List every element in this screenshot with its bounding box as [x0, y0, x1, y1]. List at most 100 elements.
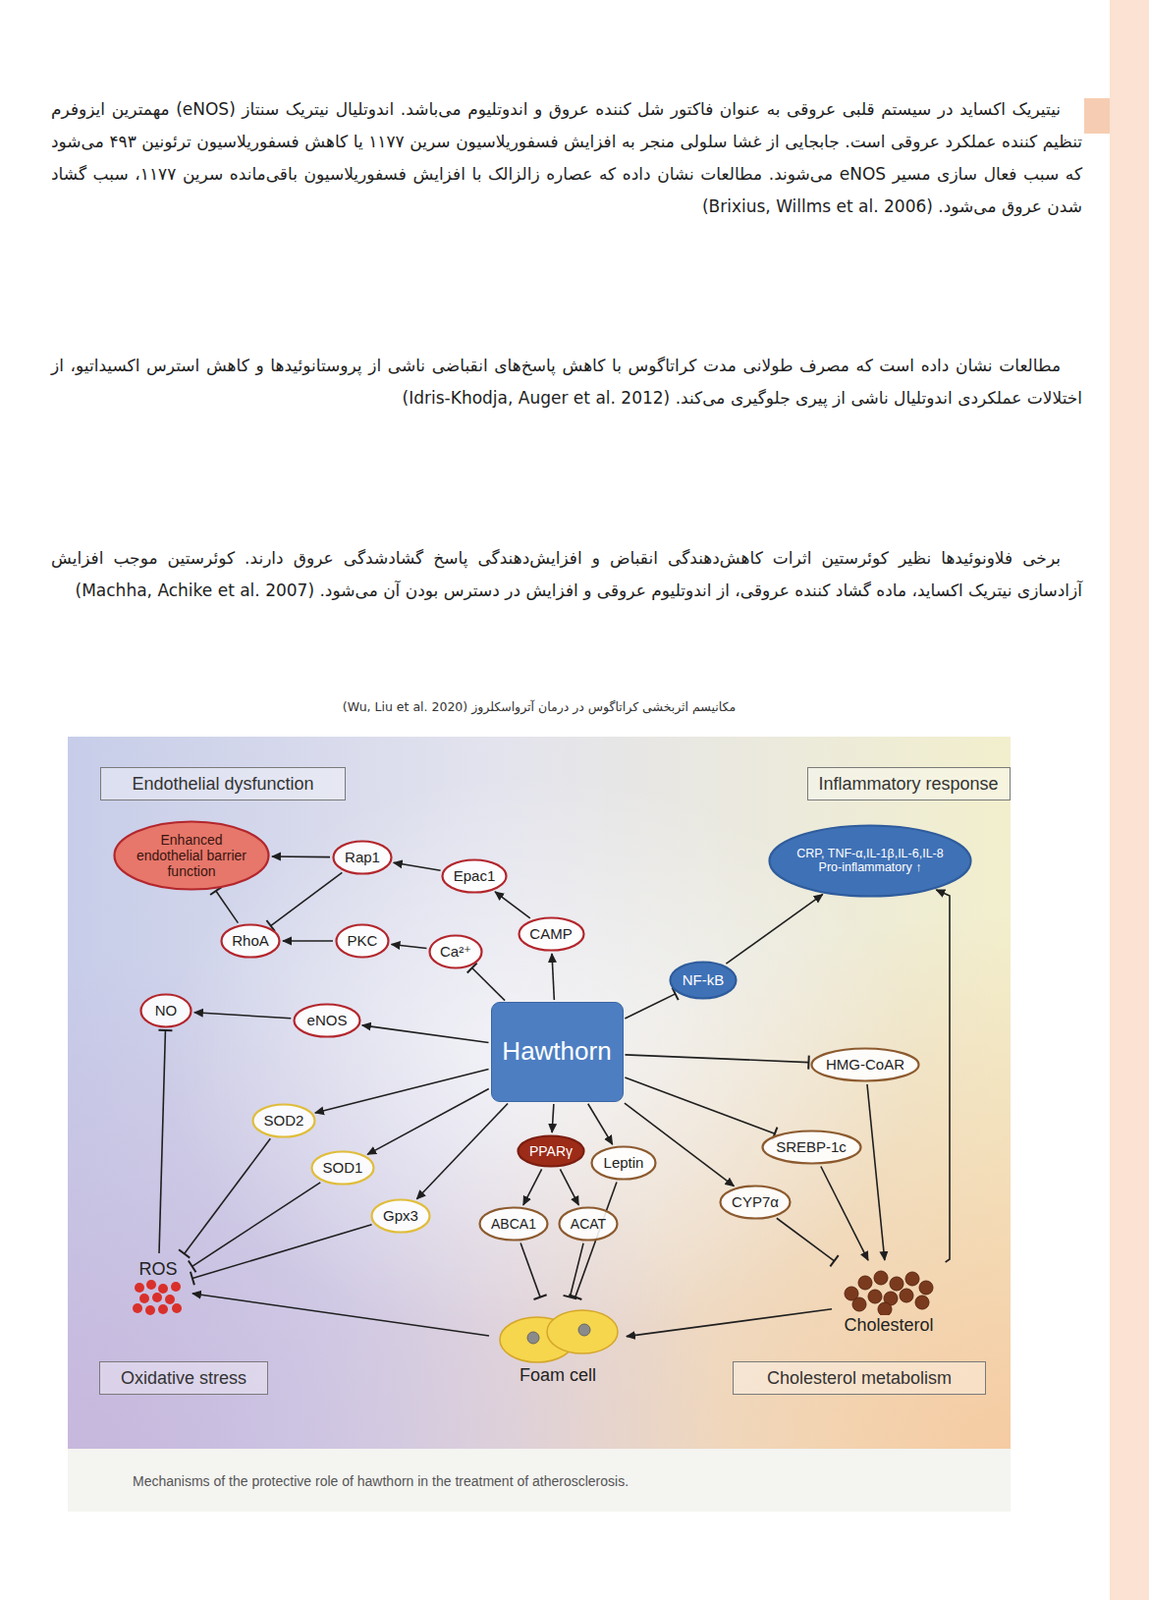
- node-label: Rap1: [344, 848, 381, 866]
- node-label: Pro-inflammatory ↑: [796, 860, 943, 875]
- activation-connector: [867, 1084, 885, 1260]
- ellipse-shape: [480, 1207, 548, 1241]
- cholesterol-dot: [852, 1297, 867, 1312]
- node-text: ABCA1: [491, 1215, 537, 1232]
- node-label: CAMP: [529, 925, 572, 942]
- node-label: Cholesterol: [843, 1314, 933, 1336]
- activation-connector: [935, 889, 950, 1262]
- node-label: CYP7α: [731, 1193, 779, 1210]
- node-label: Inflammatory response: [818, 773, 998, 795]
- node-label: ROS: [138, 1258, 177, 1280]
- factor-ellipse: Epac1: [440, 858, 508, 894]
- node-text: Rap1: [344, 848, 381, 866]
- activation-connector: [362, 1025, 490, 1043]
- node-label: Cholesterol metabolism: [766, 1367, 952, 1389]
- cholesterol-dot: [874, 1270, 888, 1285]
- ellipse-shape: [336, 925, 389, 958]
- factor-ellipse: RhoA: [219, 923, 281, 959]
- ros-dot: [146, 1279, 157, 1290]
- activation-connector: [367, 1088, 490, 1154]
- node-text: SREBP-1c: [775, 1138, 847, 1155]
- activation-connector: [523, 1168, 543, 1205]
- ellipse-shape: [518, 1136, 585, 1167]
- ellipse-shape: [720, 1186, 791, 1219]
- node-text: Oxidative stress: [120, 1367, 247, 1389]
- ellipse-shape: [769, 824, 972, 896]
- body-paragraph: برخی فلاونوئیدها نظیر کوئرستین اثرات کاه…: [51, 542, 1083, 607]
- factor-ellipse: NF-kB: [668, 960, 738, 1000]
- node-text: PKC: [347, 931, 379, 949]
- node-label: Hawthorn: [501, 1037, 611, 1067]
- node-label: PKC: [347, 931, 379, 949]
- ros-dot: [164, 1294, 175, 1305]
- ellipse-shape: [141, 994, 192, 1028]
- factor-ellipse: NO: [139, 992, 193, 1029]
- node-text: Inflammatory response: [818, 773, 998, 795]
- node-text: Epac1: [453, 867, 496, 884]
- inhibition-connector: [192, 1224, 373, 1279]
- ros-dot: [171, 1303, 182, 1314]
- ellipse-shape: [114, 821, 270, 890]
- node-text: CAMP: [529, 925, 572, 942]
- activation-connector: [551, 953, 554, 1000]
- section-label-box: Cholesterol metabolism: [732, 1361, 986, 1395]
- node-text: SOD1: [323, 1158, 364, 1176]
- node-label: PPARγ: [529, 1143, 573, 1159]
- cholesterol-dot: [868, 1289, 882, 1304]
- factor-ellipse: CRP, TNF-α,IL-1β,IL-6,IL-8Pro-inflammato…: [767, 823, 973, 898]
- inhibition-connector: [271, 872, 343, 926]
- node-label: eNOS: [307, 1011, 348, 1029]
- node-text: Hawthorn: [501, 1037, 611, 1067]
- node-label: ACAT: [570, 1215, 606, 1232]
- inhibition-connector: [472, 968, 505, 1001]
- side-tab: [1084, 98, 1110, 134]
- activation-connector: [391, 943, 428, 948]
- figure-ground: [67, 736, 1011, 1449]
- node-label: SOD1: [323, 1158, 364, 1176]
- activation-connector: [192, 1293, 490, 1336]
- foam-cell-nucleus: [527, 1331, 540, 1344]
- factor-ellipse: SOD1: [310, 1149, 376, 1186]
- ellipse-shape: [762, 1131, 861, 1164]
- section-label-box: Inflammatory response: [807, 766, 1011, 801]
- factor-ellipse: SREBP-1c: [761, 1129, 863, 1165]
- ellipse-shape: [518, 918, 584, 951]
- node-text: HMG-CoAR: [825, 1055, 905, 1073]
- node-label: CRP, TNF-α,IL-1β,IL-6,IL-8: [796, 846, 943, 861]
- cholesterol-cluster: Cholesterol: [833, 1261, 944, 1341]
- factor-ellipse: Leptin: [590, 1145, 657, 1181]
- node-text: PPARγ: [529, 1143, 573, 1159]
- node-text: NO: [155, 1001, 178, 1019]
- node-text: ACAT: [570, 1215, 606, 1232]
- factor-ellipse: Rap1: [331, 839, 393, 876]
- figure-title: مکانیسم اثربخشی کراتاگوس در درمان آترواس…: [67, 699, 1011, 714]
- factor-ellipse: eNOS: [292, 1002, 362, 1039]
- node-label: Epac1: [453, 867, 496, 884]
- node-label: HMG-CoAR: [825, 1055, 905, 1073]
- activation-connector: [725, 894, 822, 965]
- ellipse-shape: [812, 1048, 920, 1082]
- ros-dot: [132, 1303, 143, 1314]
- inhibition-connector: [216, 890, 238, 924]
- ros-dot: [145, 1305, 156, 1315]
- ros-dot: [152, 1292, 163, 1303]
- node-label: NO: [155, 1001, 178, 1019]
- ellipse-shape: [592, 1147, 657, 1180]
- node-label: Foam cell: [519, 1365, 597, 1386]
- ros-illustration: [129, 1278, 187, 1318]
- node-text: Cholesterol: [843, 1314, 933, 1336]
- inhibition-connector: [159, 1030, 165, 1254]
- activation-connector: [494, 891, 531, 919]
- factor-ellipse: PPARγ: [516, 1134, 586, 1168]
- cholesterol-dot: [915, 1295, 930, 1310]
- figure-caption: Mechanisms of the protective role of haw…: [132, 1473, 629, 1489]
- node-text: Enhanced endothelial barrier function: [133, 831, 250, 879]
- cholesterol-dot: [877, 1302, 892, 1315]
- figure-shade: [67, 736, 1011, 1449]
- foam-cell-body: [547, 1310, 618, 1354]
- cholesterol-dot: [889, 1276, 904, 1291]
- ellipse-shape: [333, 841, 392, 875]
- activation-connector: [393, 862, 441, 871]
- node-text: Leptin: [603, 1153, 645, 1171]
- ros-dot: [134, 1282, 145, 1293]
